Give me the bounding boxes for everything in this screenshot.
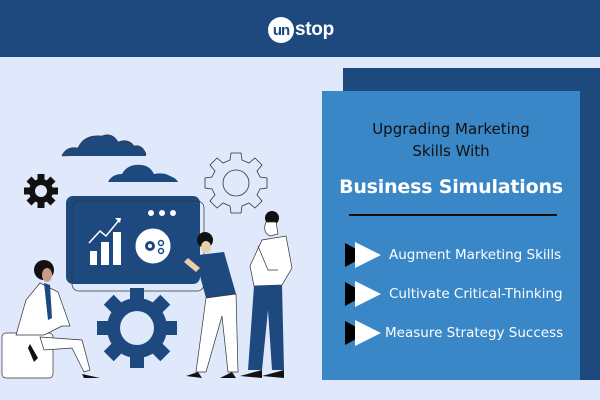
person-thinking (240, 211, 293, 378)
bullet-item: Cultivate Critical-Thinking (345, 281, 563, 307)
subtitle-line-1: Upgrading Marketing (372, 120, 530, 138)
gear-icon (24, 174, 58, 208)
cloud-icon (61, 134, 147, 157)
subtitle-line-2: Skills With (412, 142, 490, 160)
bullet-label: Measure Strategy Success (385, 325, 564, 341)
business-illustration (1, 134, 293, 379)
double-arrow-right-icon (345, 242, 381, 268)
header-bar: un stop (0, 0, 600, 57)
double-arrow-right-icon (345, 320, 381, 346)
double-arrow-right-icon (345, 281, 381, 307)
subtitle: Upgrading Marketing Skills With (322, 118, 580, 162)
bullet-item: Measure Strategy Success (345, 320, 563, 346)
bar-chart-icon (90, 232, 121, 265)
headline: Business Simulations (339, 176, 563, 198)
bullet-label: Cultivate Critical-Thinking (389, 286, 563, 302)
bullet-item: Augment Marketing Skills (345, 242, 561, 268)
logo-text: stop (295, 19, 334, 40)
gear-outline-icon (204, 152, 268, 214)
cloud-icon (108, 164, 178, 182)
magnifier-icon (132, 225, 187, 269)
person-sitting (1, 260, 100, 379)
unstop-logo[interactable]: un stop (268, 16, 334, 44)
divider (349, 214, 557, 216)
gear-icon (97, 288, 177, 368)
trend-arrow-icon (88, 218, 121, 244)
person-with-magnifier (184, 232, 239, 378)
bullet-label: Augment Marketing Skills (389, 247, 562, 263)
dashboard-screen (66, 196, 205, 292)
logo-circle: un (268, 17, 294, 43)
